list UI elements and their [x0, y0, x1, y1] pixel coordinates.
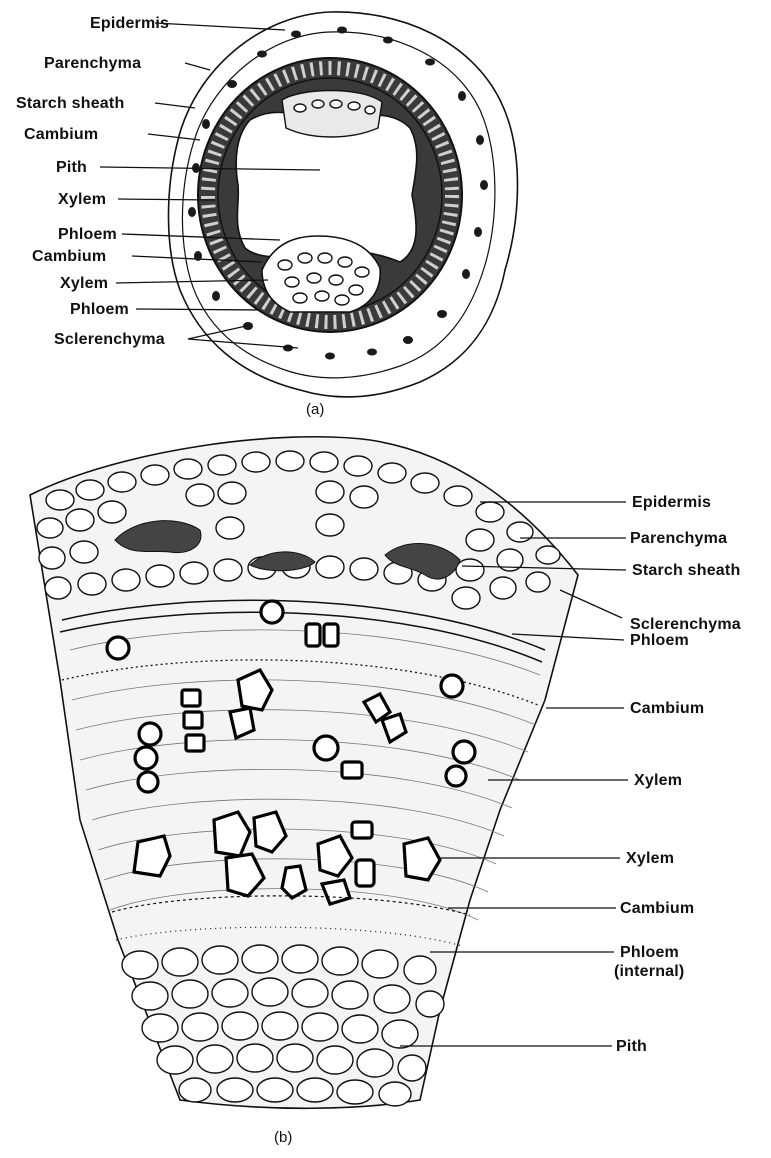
label-a-starch-sheath: Starch sheath: [16, 95, 124, 112]
caption-b: (b): [274, 1129, 292, 1146]
label-b-parenchyma: Parenchyma: [630, 530, 727, 547]
label-b-starch-sheath: Starch sheath: [632, 562, 740, 579]
label-a-cambium-2: Cambium: [32, 248, 106, 265]
label-a-parenchyma: Parenchyma: [44, 55, 141, 72]
label-b-internal: (internal): [614, 963, 684, 980]
sector-outline: [30, 437, 578, 1109]
label-b-cambium-1: Cambium: [630, 700, 704, 717]
caption-a: (a): [306, 401, 324, 418]
label-b-epidermis: Epidermis: [632, 494, 711, 511]
labels-b: Epidermis Parenchyma Starch sheath Scler…: [614, 494, 741, 1055]
label-a-cambium-1: Cambium: [24, 126, 98, 143]
label-a-phloem-2: Phloem: [70, 301, 129, 318]
label-b-phloem-internal: Phloem: [620, 944, 679, 961]
label-a-xylem-2: Xylem: [60, 275, 108, 292]
label-a-xylem-1: Xylem: [58, 191, 106, 208]
label-b-phloem: Phloem: [630, 632, 689, 649]
label-b-cambium-2: Cambium: [620, 900, 694, 917]
stem-sector-b: Epidermis Parenchyma Starch sheath Scler…: [30, 437, 741, 1146]
label-b-xylem-2: Xylem: [626, 850, 674, 867]
label-a-epidermis: Epidermis: [90, 15, 169, 32]
labels-a: Epidermis Parenchyma Starch sheath Cambi…: [16, 15, 169, 348]
label-a-sclerenchyma: Sclerenchyma: [54, 331, 165, 348]
label-a-pith: Pith: [56, 159, 87, 176]
stem-cross-section-a: Epidermis Parenchyma Starch sheath Cambi…: [16, 12, 518, 418]
label-b-xylem-1: Xylem: [634, 772, 682, 789]
label-b-pith: Pith: [616, 1038, 647, 1055]
label-b-sclerenchyma: Sclerenchyma: [630, 616, 741, 633]
label-a-phloem-1: Phloem: [58, 226, 117, 243]
